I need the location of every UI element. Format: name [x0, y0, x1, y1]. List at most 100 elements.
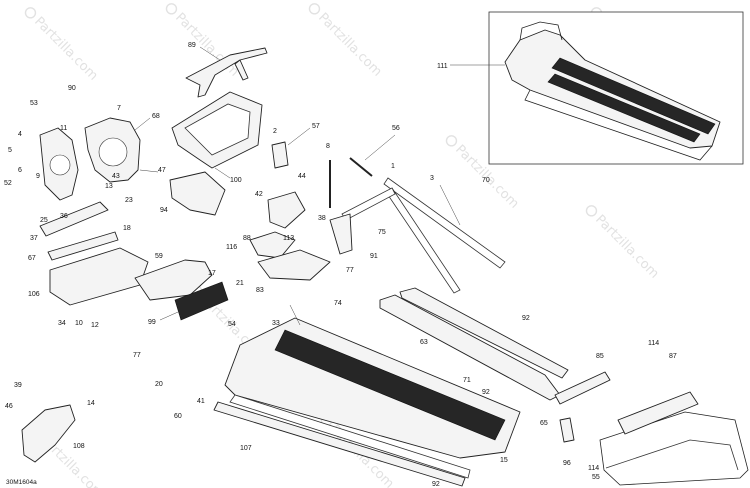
callout-33: 33 — [272, 320, 280, 327]
leader-100 — [214, 167, 231, 179]
callout-100: 100 — [230, 177, 242, 184]
running-board-b — [399, 287, 569, 379]
callout-6: 6 — [18, 167, 22, 174]
leader-89 — [199, 46, 221, 61]
callout-15: 15 — [500, 457, 508, 464]
watermark-text: Partzilla.com — [315, 10, 384, 79]
callout-83: 83 — [256, 287, 264, 294]
callout-63: 63 — [420, 339, 428, 346]
leader-99 — [159, 311, 179, 321]
leader-57 — [287, 127, 311, 146]
part-running-boards — [379, 287, 569, 401]
callout-18: 18 — [123, 225, 131, 232]
mount-plate-57 — [271, 141, 289, 169]
callout-labels: 89 111 90 53 7 68 2 57 56 8 1 3 70 47 23… — [4, 42, 677, 488]
bracket-44 — [267, 191, 306, 229]
part-steering-support — [185, 46, 268, 98]
heat-exchanger-small — [174, 281, 229, 321]
copyright-icon — [585, 205, 598, 217]
part-side-brackets — [249, 191, 353, 259]
cover-panel-59 — [134, 259, 213, 301]
watermark-text: Partzilla.com — [31, 14, 100, 83]
callout-91: 91 — [370, 253, 378, 260]
callout-20: 20 — [155, 381, 163, 388]
copyright-icon — [308, 3, 321, 15]
cover-panel-77a — [257, 249, 331, 281]
callout-77: 77 — [133, 352, 141, 359]
callout-39: 39 — [14, 382, 22, 389]
bracket-91 — [329, 213, 353, 255]
callout-89: 89 — [188, 42, 196, 49]
rail-plate-37 — [39, 201, 109, 237]
callout-1: 1 — [391, 163, 395, 170]
callout-111: 111 — [437, 63, 448, 70]
callout-47: 47 — [158, 167, 166, 174]
callout-34: 34 — [58, 320, 66, 327]
callout-107: 107 — [240, 445, 252, 452]
callout-87: 87 — [669, 353, 677, 360]
callout-71: 71 — [463, 377, 471, 384]
callout-13: 13 — [105, 183, 113, 190]
callout-57: 57 — [312, 123, 320, 130]
leader-47 — [139, 169, 159, 173]
leader-33 — [289, 304, 301, 326]
callout-54: 54 — [228, 321, 236, 328]
callout-8: 8 — [326, 143, 330, 150]
callout-65: 65 — [540, 420, 548, 427]
center-frame-panel — [184, 103, 251, 156]
lower-bracket — [169, 171, 226, 216]
watermark-3: Partzilla.com — [308, 3, 385, 80]
callout-90: 90 — [68, 85, 76, 92]
callout-21: 21 — [236, 280, 244, 287]
part-center-frame — [169, 91, 263, 216]
leader-68 — [134, 117, 151, 131]
callout-114: 114 — [648, 340, 659, 347]
steering-support-arm — [185, 47, 268, 98]
bulkhead-opening — [98, 137, 128, 167]
part-heat-exchanger-small — [159, 281, 229, 321]
rear-corner-bracket — [21, 404, 76, 463]
watermark-2: Partzilla.com — [165, 3, 242, 80]
callout-99: 99 — [148, 319, 156, 326]
callout-41: 41 — [197, 398, 205, 405]
callout-116: 116 — [226, 244, 237, 251]
callout-68: 68 — [152, 113, 160, 120]
inset-steering-hoop — [519, 21, 563, 41]
callout-96: 96 — [563, 460, 571, 467]
copyright-icon — [165, 3, 178, 15]
callout-42: 42 — [255, 191, 263, 198]
callout-17: 17 — [208, 270, 216, 277]
part-upper-mounts — [271, 127, 311, 169]
callout-5: 5 — [8, 147, 12, 154]
callout-43: 43 — [112, 173, 120, 180]
bracket-96 — [559, 417, 575, 443]
callout-38: 38 — [318, 215, 326, 222]
callout-12: 12 — [91, 322, 99, 329]
callout-67: 67 — [28, 255, 36, 262]
callout-7: 7 — [117, 105, 121, 112]
leader-56 — [364, 134, 396, 161]
callout-59: 59 — [155, 253, 163, 260]
part-tunnel-assembly — [213, 304, 521, 487]
callout-108: 108 — [73, 443, 85, 450]
tunnel-side-rail — [229, 394, 471, 479]
rod-56 — [349, 157, 373, 177]
callout-44: 44 — [298, 173, 306, 180]
watermark-text: Partzilla.com — [592, 212, 661, 281]
inset-chassis-dark-rail-2 — [547, 73, 701, 143]
rear-bumper-loop — [599, 411, 749, 486]
callout-23: 23 — [125, 197, 133, 204]
callout-10: 10 — [75, 320, 83, 327]
bracket-113 — [249, 231, 296, 259]
tube-85 — [554, 371, 611, 405]
callout-85: 85 — [596, 353, 604, 360]
copyright-icon — [24, 7, 37, 19]
callout-46: 46 — [5, 403, 13, 410]
rail-plate-18 — [47, 231, 119, 261]
callout-92: 92 — [482, 389, 490, 396]
callout-75: 75 — [378, 229, 386, 236]
steering-support-leg — [234, 59, 249, 81]
callout-14: 14 — [87, 400, 95, 407]
callout-53: 53 — [30, 100, 38, 107]
